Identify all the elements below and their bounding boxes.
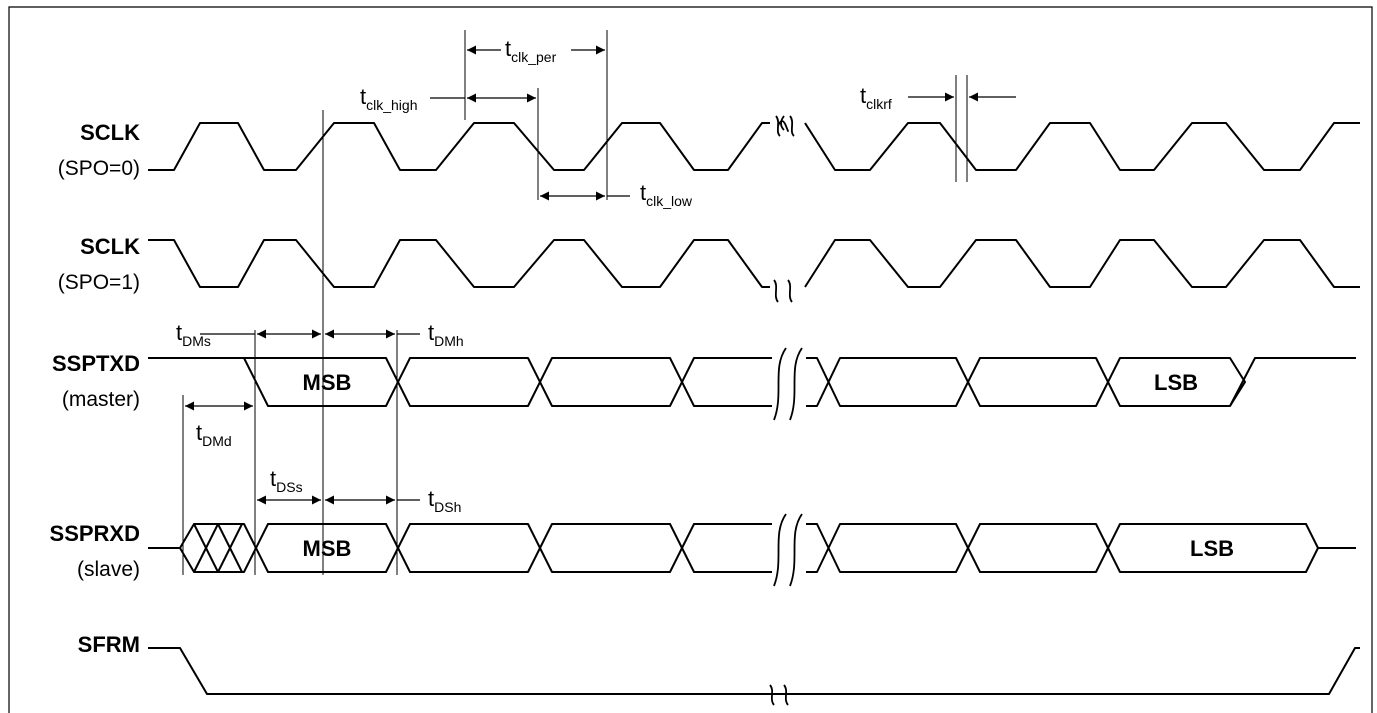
sclk-spo0-name: SCLK — [80, 120, 140, 145]
ssprxd-waveform — [148, 523, 1356, 573]
t-dms-label: tDMs — [176, 320, 211, 349]
sclk-spo1-waveform — [148, 239, 1360, 288]
sclk-spo0-waveform — [148, 122, 1360, 171]
ssptxd-lsb-label: LSB — [1154, 370, 1198, 395]
ssprxd-name: SSPRXD — [50, 521, 140, 546]
ssprxd-sub: (slave) — [77, 558, 140, 581]
ssprxd-msb-label: MSB — [303, 536, 352, 561]
sfrm-name: SFRM — [78, 632, 140, 657]
ssptxd-name: SSPTXD — [52, 351, 140, 376]
sclk-spo1-sub: (SPO=1) — [58, 271, 140, 294]
t-clk-low-label: tclk_low — [640, 180, 693, 209]
t-dss-label: tDSs — [270, 466, 303, 495]
timing-arrows — [185, 45, 1016, 505]
signal-labels: SCLK (SPO=0) SCLK (SPO=1) SSPTXD (master… — [50, 120, 141, 657]
sfrm-waveform — [148, 647, 1360, 695]
timing-labels: tclk_per tclk_high tclk_low tclkrf tDMs … — [176, 36, 892, 515]
sclk-spo1-name: SCLK — [80, 234, 140, 259]
ssptxd-msb-label: MSB — [303, 370, 352, 395]
t-clk-per-label: tclk_per — [505, 36, 557, 65]
t-dmd-label: tDMd — [196, 420, 232, 449]
t-dsh-label: tDSh — [428, 486, 461, 515]
t-dmh-label: tDMh — [428, 320, 464, 349]
ssptxd-sub: (master) — [62, 388, 140, 411]
t-clk-high-label: tclk_high — [360, 84, 418, 113]
sclk-spo0-sub: (SPO=0) — [58, 157, 140, 180]
break-marks — [769, 115, 803, 706]
diagram-frame — [8, 6, 1373, 713]
t-clkrf-label: tclkrf — [860, 83, 892, 112]
ssprxd-lsb-label: LSB — [1190, 536, 1234, 561]
guide-lines — [182, 30, 968, 575]
ssptxd-waveform — [148, 357, 1356, 407]
